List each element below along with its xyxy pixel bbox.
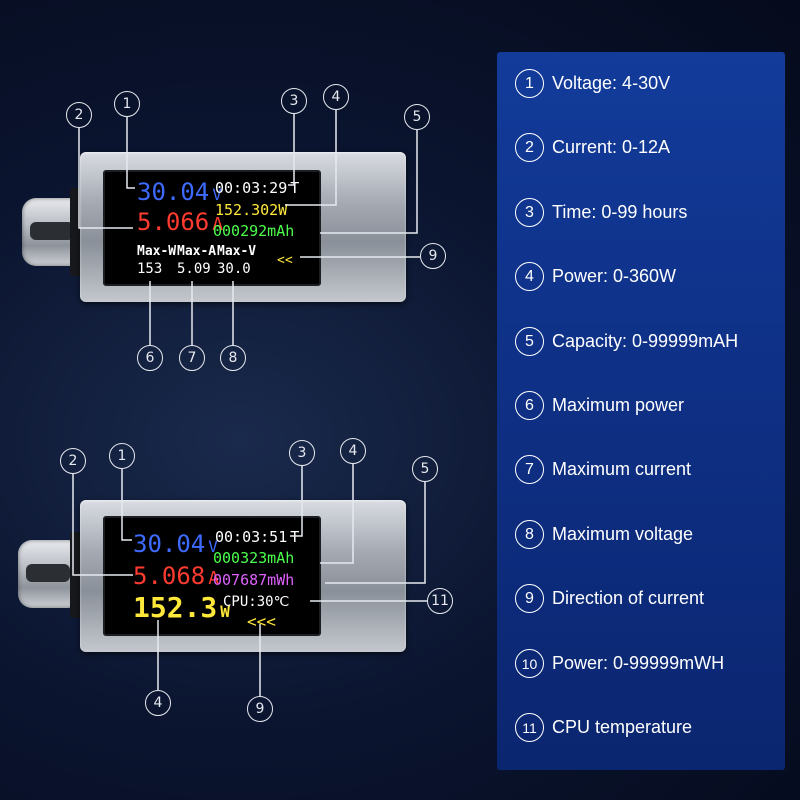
legend-number: 7 — [515, 455, 544, 484]
callout-top-7: 7 — [179, 345, 205, 371]
legend-number: 1 — [515, 69, 544, 98]
legend-item-time: 3 Time: 0-99 hours — [515, 198, 687, 227]
time-value: 00:03:51 — [215, 528, 288, 546]
current-value: 5.068 — [133, 562, 206, 590]
callout-top-8: 8 — [220, 345, 246, 371]
power-readout: 152.302W — [215, 201, 288, 219]
energy-readout: 007687mWh — [213, 571, 295, 589]
legend-label: Capacity: 0-99999mAH — [552, 331, 739, 351]
legend-label: Maximum current — [552, 459, 692, 479]
current-direction-arrow: <<< — [247, 612, 276, 631]
voltage-value: 30.04 — [133, 530, 206, 558]
power-unit: W — [220, 602, 230, 621]
callout-bottom-5: 5 — [412, 456, 438, 482]
legend-label: Maximum power — [552, 395, 685, 415]
callout-bottom-2: 2 — [60, 448, 86, 474]
legend-label: CPU temperature — [552, 717, 693, 737]
legend-label: Maximum voltage — [552, 524, 694, 544]
callout-bottom-11: 11 — [427, 588, 453, 614]
legend-number: 8 — [515, 520, 544, 549]
legend-item-power: 4 Power: 0-360W — [515, 262, 676, 291]
callout-top-1: 1 — [114, 91, 140, 117]
legend-item-voltage: 1 Voltage: 4-30V — [515, 69, 670, 98]
legend-number: 11 — [515, 713, 544, 742]
legend-item-max-current: 7 Maximum current — [515, 455, 691, 484]
max-voltage-header: Max-V — [217, 244, 257, 259]
callout-top-6: 6 — [137, 345, 163, 371]
legend-panel: 1 Voltage: 4-30V 2 Current: 0-12A 3 Time… — [497, 52, 785, 770]
time-value: 00:03:29 — [215, 179, 288, 197]
legend-number: 4 — [515, 262, 544, 291]
max-power-value: 153 — [137, 261, 163, 277]
current-unit: A — [212, 214, 224, 235]
callout-top-3: 3 — [281, 88, 307, 114]
legend-item-energy: 10 Power: 0-99999mWH — [515, 649, 724, 678]
current-direction-arrow: << — [277, 253, 293, 268]
callout-bottom-3: 3 — [289, 440, 315, 466]
callout-top-5: 5 — [404, 104, 430, 130]
legend-number: 3 — [515, 198, 544, 227]
current-unit: A — [208, 568, 220, 589]
legend-number: 5 — [515, 327, 544, 356]
legend-label: Voltage: 4-30V — [552, 73, 671, 93]
time-flag: T — [290, 528, 300, 546]
legend-item-cpu-temperature: 11 CPU temperature — [515, 713, 692, 742]
legend-label: Current: 0-12A — [552, 137, 671, 157]
legend-item-max-voltage: 8 Maximum voltage — [515, 520, 693, 549]
legend-label: Direction of current — [552, 588, 705, 608]
max-current-value: 5.09 — [177, 261, 211, 277]
voltage-value: 30.04 — [137, 178, 210, 206]
capacity-readout: 000292mAh — [213, 222, 295, 240]
current-value: 5.066 — [137, 208, 210, 236]
max-current-header: Max-A — [177, 244, 217, 259]
callout-bottom-4: 4 — [340, 438, 366, 464]
power-value: 152.3 — [133, 591, 218, 624]
legend-label: Power: 0-360W — [552, 266, 677, 286]
legend-item-max-power: 6 Maximum power — [515, 391, 684, 420]
voltage-unit: V — [208, 537, 218, 556]
time-flag: T — [290, 179, 300, 197]
callout-top-9: 9 — [420, 243, 446, 269]
callout-top-2: 2 — [66, 102, 92, 128]
cpu-temperature-readout: CPU:30℃ — [223, 594, 290, 610]
voltage-unit: V — [212, 185, 222, 204]
legend-number: 2 — [515, 133, 544, 162]
legend-item-capacity: 5 Capacity: 0-99999mAH — [515, 327, 738, 356]
legend-item-current: 2 Current: 0-12A — [515, 133, 670, 162]
callout-top-4: 4 — [323, 84, 349, 110]
legend-number: 10 — [515, 649, 544, 678]
callout-bottom-4b: 4 — [145, 690, 171, 716]
max-power-header: Max-W — [137, 244, 177, 259]
legend-label: Power: 0-99999mWH — [552, 653, 725, 673]
capacity-readout: 000323mAh — [213, 549, 295, 567]
legend-number: 6 — [515, 391, 544, 420]
callout-bottom-9: 9 — [247, 696, 273, 722]
callout-bottom-1: 1 — [109, 443, 135, 469]
legend-number: 9 — [515, 584, 544, 613]
legend-item-direction: 9 Direction of current — [515, 584, 704, 613]
max-voltage-value: 30.0 — [217, 261, 251, 277]
legend-label: Time: 0-99 hours — [552, 202, 688, 222]
